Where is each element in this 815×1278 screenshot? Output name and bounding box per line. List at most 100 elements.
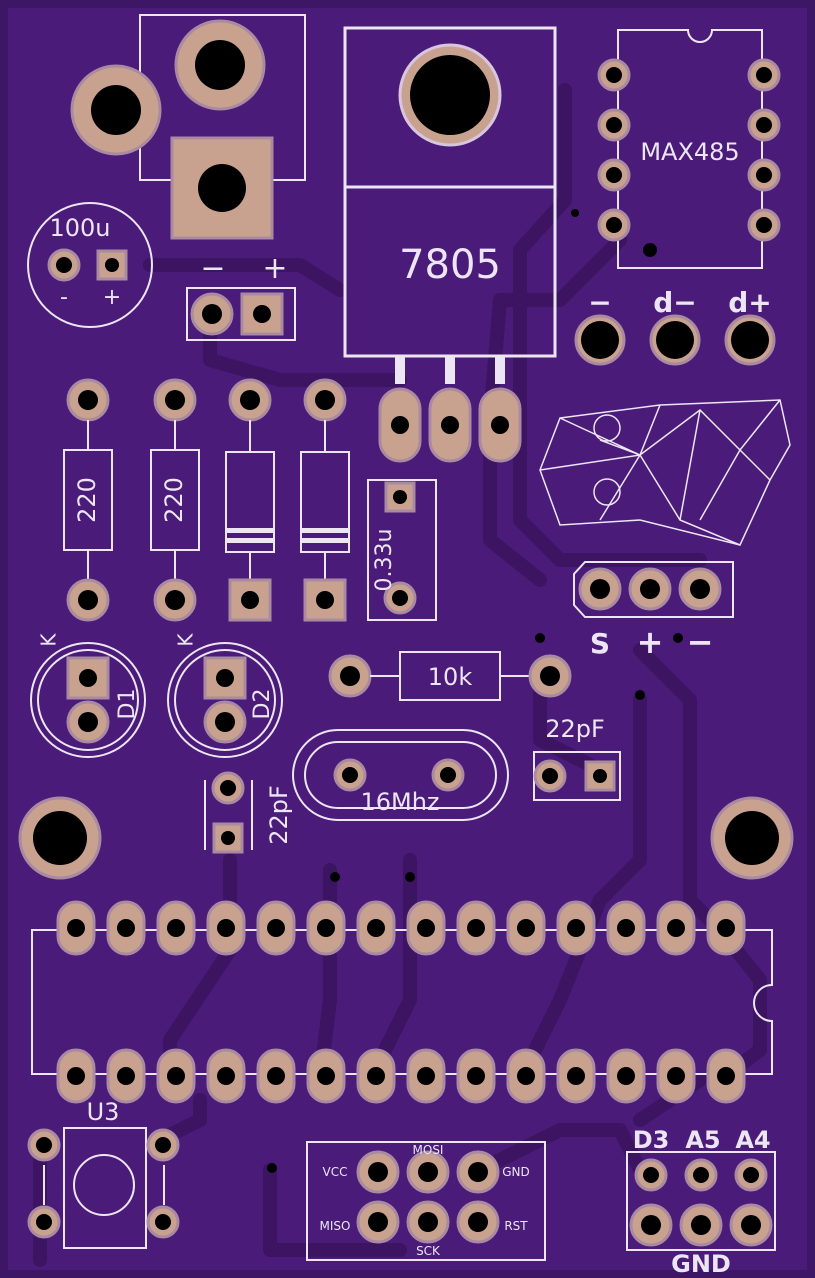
- isp-header: VCC MOSI GND MISO SCK RST: [306, 1141, 546, 1261]
- isp-mosi-label: MOSI: [413, 1143, 444, 1157]
- led-d2: K D2: [167, 633, 283, 758]
- diode-b-pin-2: [303, 578, 347, 622]
- cap-100u-label: 100u: [49, 214, 110, 242]
- lowpoly-logo: [539, 399, 791, 546]
- isp-pin-gnd: [456, 1150, 500, 1194]
- led-d2-pin-k: [203, 656, 247, 700]
- max485-pin-6: [747, 158, 781, 192]
- capacitor-22pf-left: 22pF: [204, 771, 293, 854]
- crystal-pin-1: [333, 758, 367, 792]
- dip-pin-top-6: [306, 900, 346, 956]
- button-pin-4: [146, 1205, 180, 1239]
- hdr-pin-a5: [684, 1158, 718, 1192]
- capacitor-033u: 0.33u: [367, 479, 437, 621]
- max485-pin-3: [597, 158, 631, 192]
- cap-100u-pin-neg: [47, 248, 81, 282]
- isp-sck-label: SCK: [416, 1244, 441, 1258]
- power-plus-label: +: [262, 251, 287, 286]
- max485-pin-4: [597, 208, 631, 242]
- isp-vcc-label: VCC: [323, 1165, 348, 1179]
- led-d2-pin-a: [203, 700, 247, 744]
- dc-jack: [70, 14, 306, 240]
- led-d2-k-label: K: [174, 633, 198, 647]
- microcontroller-dip28: [31, 900, 773, 1104]
- servo-pin-s: [578, 567, 622, 611]
- dip-pin-top-3: [156, 900, 196, 956]
- button-pin-3: [27, 1205, 61, 1239]
- servo-s-label: S: [590, 627, 610, 660]
- diode-a: [225, 378, 275, 622]
- dip-pin-bottom-6: [306, 1048, 346, 1104]
- diode-a-pin-1: [228, 378, 272, 422]
- dip-pin-top-8: [406, 900, 446, 956]
- resistor-10k-pin-2: [528, 654, 572, 698]
- crystal-label: 16Mhz: [360, 788, 439, 816]
- regulator-7805: 7805: [343, 26, 557, 463]
- cap-22pf-left-pin-2: [212, 822, 244, 854]
- dip-pin-top-9: [456, 900, 496, 956]
- dip-pin-bottom-13: [656, 1048, 696, 1104]
- resistor-10k-pin-1: [328, 654, 372, 698]
- servo-pin-minus: [678, 567, 722, 611]
- regulator-pin-gnd: [428, 387, 472, 463]
- push-button-u3: U3: [27, 1098, 277, 1249]
- cap-100u-plus: +: [103, 285, 121, 310]
- dip-pin-bottom-3: [156, 1048, 196, 1104]
- dip-pin-top-10: [506, 900, 546, 956]
- dip-pin-bottom-2: [106, 1048, 146, 1104]
- resistor-220-b-label: 220: [160, 477, 188, 523]
- bus-dplus-label: d+: [728, 286, 772, 319]
- dip-pin-top-7: [356, 900, 396, 956]
- dip-pin-top-1: [56, 900, 96, 956]
- hdr-pin-d3: [634, 1158, 668, 1192]
- resistor-220-b-pin-2: [153, 578, 197, 622]
- servo-header: S + −: [535, 561, 734, 661]
- cap-22pf-left-pin-1: [211, 771, 245, 805]
- led-d1: K D1: [30, 633, 146, 758]
- max485-label: MAX485: [640, 138, 739, 166]
- max485-pin-7: [747, 108, 781, 142]
- dip-pin-bottom-11: [556, 1048, 596, 1104]
- capacitor-100u: 100u - +: [27, 202, 153, 328]
- isp-pin-rst: [456, 1200, 500, 1244]
- hdr-pin-gnd-2: [679, 1203, 723, 1247]
- servo-plus-label: +: [637, 623, 664, 661]
- ic-max485: MAX485: [571, 29, 781, 269]
- max485-pin-2: [597, 108, 631, 142]
- led-d1-pin-a: [66, 700, 110, 744]
- crystal-16mhz: 16Mhz: [292, 729, 509, 821]
- dip-pin-top-14: [706, 900, 746, 956]
- crystal-pin-2: [431, 758, 465, 792]
- dip-pin-top-2: [106, 900, 146, 956]
- dc-jack-pad-2: [70, 64, 162, 156]
- bus-pad-minus: [574, 314, 626, 366]
- dip-pin-bottom-10: [506, 1048, 546, 1104]
- isp-miso-label: MISO: [320, 1219, 351, 1233]
- led-d1-pin-k: [66, 656, 110, 700]
- hdr-pin-gnd-1: [629, 1203, 673, 1247]
- hdr-gnd-label: GND: [671, 1250, 731, 1278]
- cap-22pf-left-label: 22pF: [265, 785, 293, 845]
- dip-pin-bottom-14: [706, 1048, 746, 1104]
- cap-22pf-right-label: 22pF: [545, 715, 605, 743]
- dip-pin-top-4: [206, 900, 246, 956]
- io-header: D3 A5 A4 GND: [626, 1126, 776, 1278]
- led-d2-label: D2: [250, 689, 275, 720]
- mounting-hole-right: [710, 796, 794, 880]
- diode-a-pin-2: [228, 578, 272, 622]
- isp-pin-sck: [406, 1200, 450, 1244]
- regulator-pin-in: [378, 387, 422, 463]
- cap-22pf-right-pin-2: [584, 760, 616, 792]
- power-pin-minus: [190, 292, 234, 336]
- servo-minus-label: −: [687, 623, 714, 661]
- bus-pad-dplus: [724, 314, 776, 366]
- isp-pin-vcc: [356, 1150, 400, 1194]
- cap-033u-pin-1: [384, 481, 416, 513]
- max485-pin-5: [747, 208, 781, 242]
- dip-pin-bottom-9: [456, 1048, 496, 1104]
- isp-pin-mosi: [406, 1150, 450, 1194]
- resistor-220-b: 220: [150, 378, 200, 622]
- bus-minus-label: −: [588, 286, 611, 319]
- dip-pin-top-13: [656, 900, 696, 956]
- power-pin-plus: [240, 292, 284, 336]
